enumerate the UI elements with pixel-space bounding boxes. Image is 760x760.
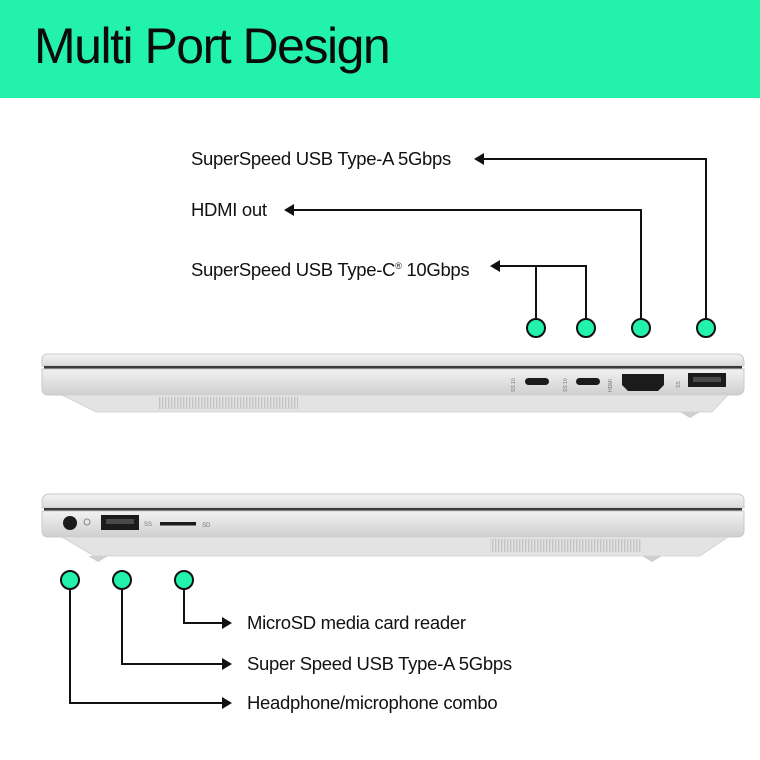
marker-usb-c-1	[526, 318, 546, 338]
callout-arrowheads-left	[222, 617, 232, 709]
callout-arrowheads-right	[284, 153, 500, 272]
label-usb-c-speed: 10Gbps	[401, 259, 470, 281]
marker-microsd	[174, 570, 194, 590]
label-hdmi: HDMI out	[191, 199, 267, 220]
laptop-right-vent	[158, 397, 298, 409]
usb-c-port-2-mark: SS 10	[563, 378, 569, 392]
usb-a-port-right-mark: SS	[676, 381, 682, 388]
arrow-left-icon	[474, 153, 484, 165]
laptop-left-seam	[44, 508, 742, 511]
marker-usb-c-2	[576, 318, 596, 338]
laptop-left-vent	[490, 539, 642, 552]
callout-line-usb-c-2	[494, 265, 587, 327]
laptop-right-base	[41, 368, 745, 396]
marker-usb-a-right	[696, 318, 716, 338]
arrow-left-icon	[284, 204, 294, 216]
marker-hdmi	[631, 318, 651, 338]
callout-line-usb-a-right	[478, 158, 707, 327]
page-title: Multi Port Design	[34, 18, 391, 74]
usb-a-port-left-mark: SS	[144, 522, 152, 528]
callout-line-usb-a-left	[121, 581, 226, 665]
arrow-left-icon	[490, 260, 500, 272]
callouts-right	[288, 158, 707, 327]
laptop-right-seam	[44, 366, 742, 369]
usb-a-port-right-tongue	[693, 377, 721, 382]
label-usb-c: SuperSpeed USB Type-C® 10Gbps	[191, 255, 470, 281]
callout-line-headphone	[69, 581, 226, 704]
arrow-right-icon	[222, 658, 232, 670]
laptop-left-foot	[88, 556, 108, 562]
label-usb-a-left: Super Speed USB Type-A 5Gbps	[247, 653, 512, 674]
microsd-slot	[160, 522, 196, 526]
port-markers	[60, 318, 716, 590]
headphone-jack	[63, 516, 77, 530]
headphone-jack-symbol	[83, 518, 91, 526]
laptop-left-foot-2	[642, 556, 662, 562]
callout-line-hdmi	[288, 209, 642, 327]
label-microsd: MicroSD media card reader	[247, 612, 466, 633]
marker-headphone	[60, 570, 80, 590]
laptop-left-side: SS SD	[41, 493, 745, 562]
header-banner	[0, 0, 760, 98]
usb-c-port-1-mark: SS 10	[511, 378, 517, 392]
arrow-right-icon	[222, 617, 232, 629]
label-usb-c-mark: ®	[395, 261, 402, 271]
callouts-left	[69, 581, 226, 704]
laptop-right-lid	[41, 353, 745, 367]
arrow-right-icon	[222, 697, 232, 709]
hdmi-port	[622, 374, 664, 391]
callout-line-microsd	[183, 581, 226, 624]
laptop-right-side: SS 10 SS 10 HDMI SS	[41, 353, 745, 418]
microsd-slot-mark: SD	[202, 523, 211, 529]
label-headphone: Headphone/microphone combo	[247, 692, 498, 713]
usb-a-port-left-tongue	[106, 519, 134, 524]
hdmi-port-mark: HDMI	[608, 379, 614, 392]
label-usb-c-text: SuperSpeed USB Type-C	[191, 259, 396, 281]
usb-c-port-2	[576, 378, 600, 385]
usb-c-port-1	[525, 378, 549, 385]
laptop-right-foot	[680, 412, 700, 418]
laptop-left-base	[41, 510, 745, 538]
label-usb-a-right: SuperSpeed USB Type-A 5Gbps	[191, 148, 451, 169]
laptop-left-lid	[41, 493, 745, 509]
marker-usb-a-left	[112, 570, 132, 590]
